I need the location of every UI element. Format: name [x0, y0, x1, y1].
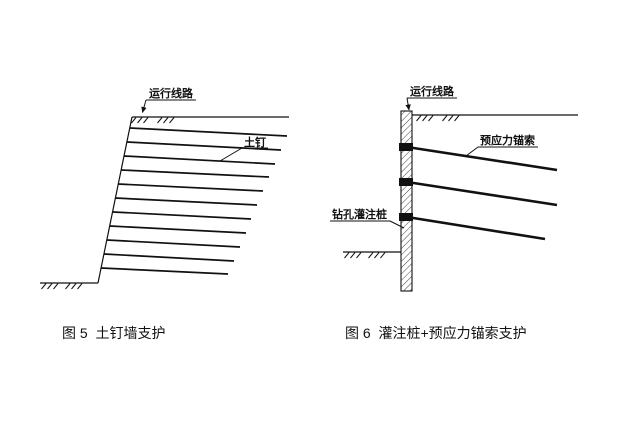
soil-nail: [109, 225, 247, 234]
anchor-cable: [406, 180, 558, 207]
callout-leader: [465, 146, 479, 157]
bottom-ground-hatch-ticks: [41, 283, 83, 290]
soil-nail: [106, 239, 241, 248]
anchor-head: [399, 213, 413, 221]
top-ground-hatch-ticks: [416, 115, 460, 122]
figure-soil-nail-wall: 运行线路: [30, 75, 320, 300]
soil-nail: [114, 197, 258, 206]
figure6-caption: 图 6 灌注桩+预应力锚索支护: [345, 325, 527, 341]
callout-arrow: [405, 97, 411, 111]
running-line-callout: 运行线路: [405, 84, 457, 111]
figure5-caption: 图 5 土钉墙支护: [62, 325, 166, 341]
soil-nail: [117, 183, 264, 192]
prestressed-anchor-callout: 预应力锚索: [465, 133, 538, 157]
soil-nail: [120, 169, 270, 178]
soil-nail: [129, 127, 288, 137]
soil-nail: [103, 253, 235, 262]
anchor-head: [399, 143, 413, 151]
pile-anchor-diagram: 运行线路: [330, 84, 578, 292]
top-ground-hatch-ticks: [131, 117, 175, 124]
soil-nail-wall-diagram: 运行线路: [40, 86, 289, 290]
callout-arrow: [141, 99, 147, 113]
bored-pile-label: 钻孔灌注桩: [332, 207, 387, 221]
soil-nail: [100, 267, 229, 275]
bored-pile: [400, 110, 413, 292]
callout-leader: [219, 147, 243, 162]
slope-face-line: [97, 116, 133, 284]
anchor-cable: [406, 145, 558, 172]
figure-pile-anchor: 运行线路: [325, 70, 590, 305]
soil-nail: [112, 211, 252, 220]
soil-nail: [123, 155, 276, 165]
callout-leader: [389, 220, 405, 229]
anchor-head: [399, 178, 413, 186]
anchor-cables: [399, 143, 558, 241]
running-line-label: 运行线路: [149, 86, 194, 100]
soil-nail: [126, 141, 282, 151]
soil-nails: [100, 127, 288, 275]
soil-nail-callout: 土钉: [219, 135, 268, 162]
running-line-callout: 运行线路: [141, 86, 196, 113]
prestressed-anchor-label: 预应力锚索: [480, 133, 535, 147]
soil-nail-label: 土钉: [244, 135, 266, 149]
bored-pile-callout: 钻孔灌注桩: [330, 207, 405, 229]
anchor-cable: [406, 215, 546, 241]
bottom-ground-hatch-ticks: [344, 252, 386, 259]
running-line-label: 运行线路: [410, 84, 455, 98]
